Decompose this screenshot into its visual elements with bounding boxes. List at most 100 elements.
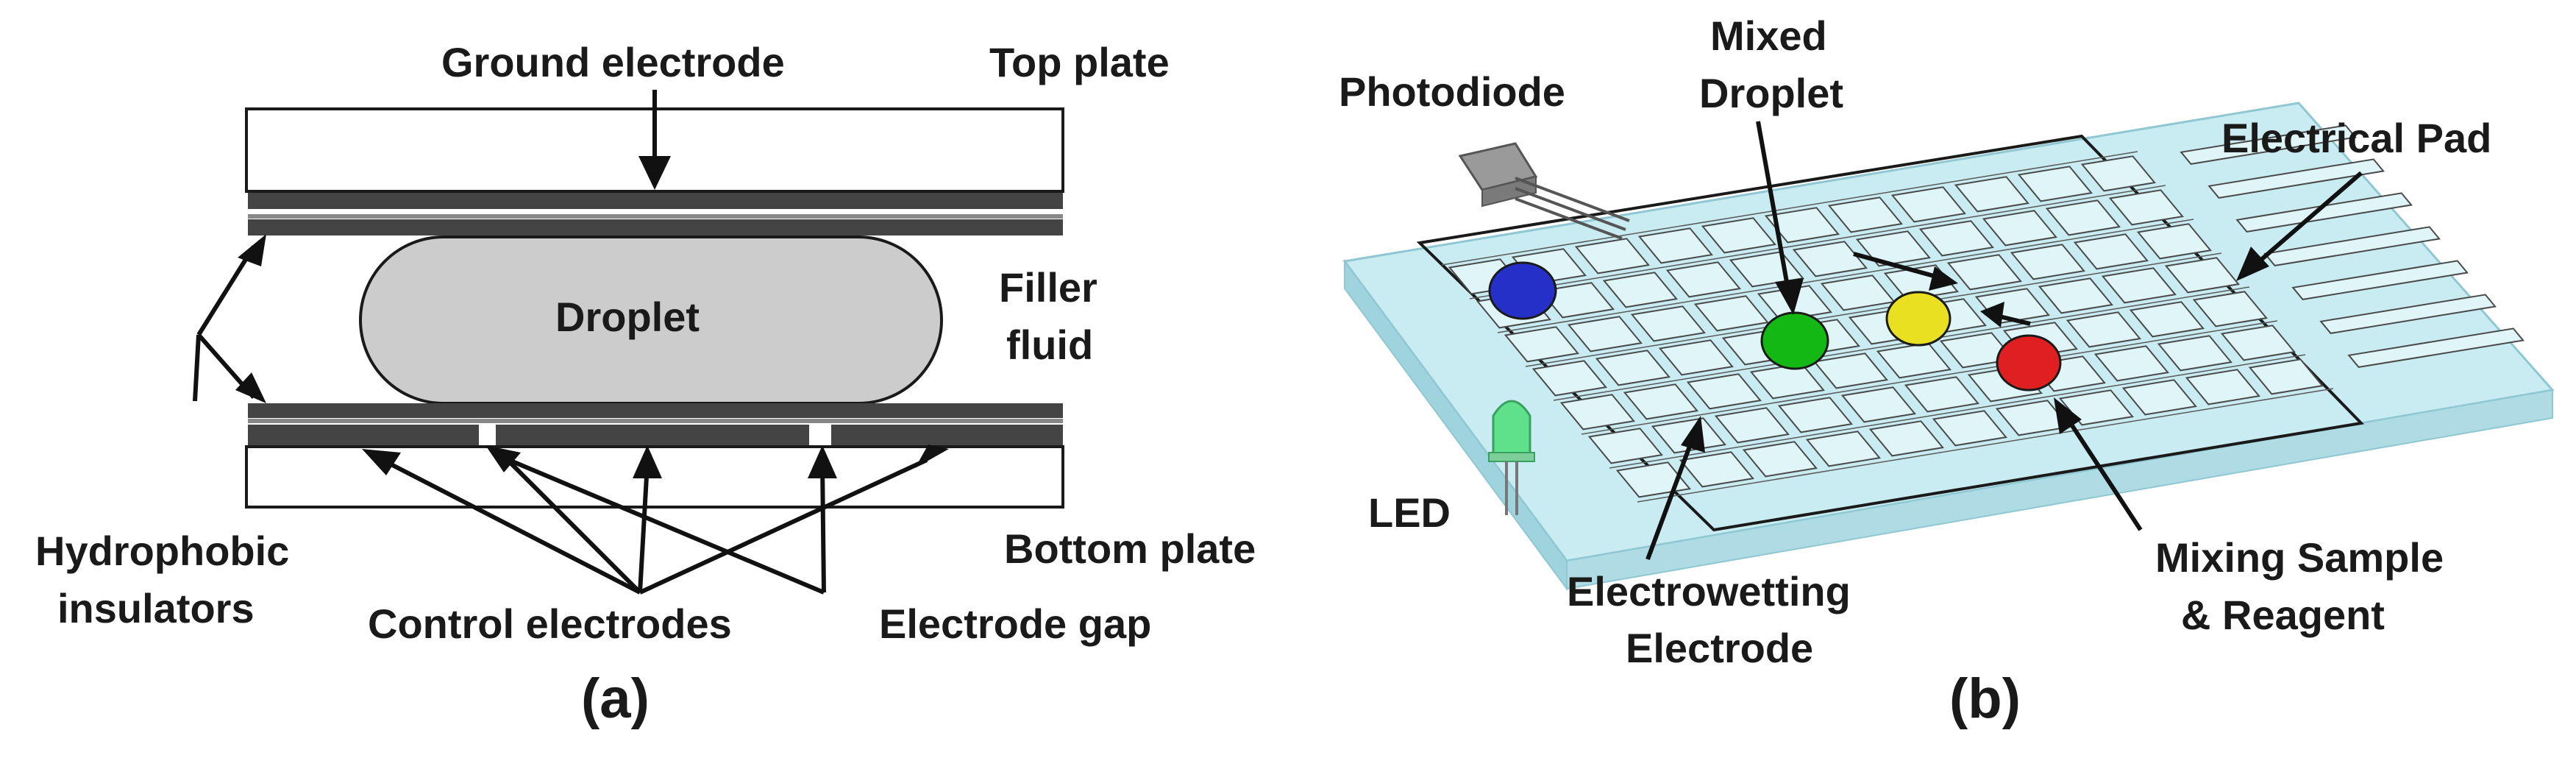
electrowetting-electrode — [1587, 428, 1664, 464]
electrode-trace — [1441, 151, 2138, 266]
electrowetting-electrode — [1868, 420, 1945, 457]
electrowetting-electrode — [1827, 196, 1904, 233]
electrowetting-electrode — [1595, 350, 1671, 386]
electrowetting-electrode — [2185, 369, 2261, 405]
electrode-gap-label: Electrode gap — [879, 601, 1151, 647]
filler-fluid-label-2: fluid — [1006, 322, 1093, 368]
panel-b: Photodiode Mixed Droplet Electrical Pad … — [1339, 13, 2555, 730]
electrowetting-electrode — [1574, 238, 1651, 274]
electrowetting-electrode — [1764, 207, 1840, 244]
electrode-trace — [1609, 354, 2306, 469]
mixed-droplet-label-1: Mixed — [1710, 13, 1827, 59]
electrowetting-electrode — [1932, 410, 2008, 447]
filler-fluid-label-1: Filler — [999, 264, 1097, 311]
led-label: LED — [1368, 489, 1451, 536]
mixing-label-1: Mixing Sample — [2155, 534, 2444, 581]
electrowetting-electrode — [1840, 386, 1917, 423]
electrowetting-electrode — [1630, 305, 1707, 342]
electrowetting-electrode — [1658, 339, 1734, 376]
control-electrode-1 — [248, 425, 479, 447]
hydrophobic-label-2: insulators — [57, 585, 255, 631]
electrowetting-electrode — [2192, 291, 2269, 327]
electrowetting-label-1: Electrowetting — [1567, 568, 1851, 614]
caption-b: (b) — [1949, 667, 2021, 730]
ground-electrode-label: Ground electrode — [441, 39, 785, 85]
electrowetting-electrode — [1602, 272, 1679, 308]
photodiode — [1458, 142, 1630, 240]
electrode-trace — [1469, 185, 2166, 300]
electrowetting-electrode — [1637, 227, 1714, 264]
electrowetting-electrode — [1679, 451, 1755, 488]
electrowetting-electrode — [1714, 407, 1790, 444]
electrowetting-electrode — [2220, 325, 2296, 361]
electrical-pad — [2291, 260, 2469, 300]
electrowetting-electrode — [2101, 267, 2177, 304]
green-droplet — [1760, 311, 1829, 370]
caption-a: (a) — [581, 667, 650, 730]
electrode-trace — [1581, 320, 2278, 435]
control-electrodes-label: Control electrodes — [368, 601, 732, 647]
electrowetting-electrode — [1876, 342, 1952, 379]
top-insulator-layer — [248, 219, 1063, 235]
electrowetting-electrode — [1918, 220, 1995, 257]
bottom-insulator-layer — [248, 403, 1063, 418]
panel-a-arrowheads — [235, 156, 949, 478]
electrical-pad — [2207, 158, 2385, 199]
electrowetting-electrode — [2121, 379, 2198, 416]
electrowetting-electrode — [1890, 186, 1967, 223]
electrowetting-electrode — [1982, 210, 2058, 247]
electrowetting-electrode — [1792, 241, 1868, 277]
electrowetting-electrode — [2157, 335, 2233, 372]
electrical-pads — [2180, 124, 2525, 368]
blue-droplet — [1488, 261, 1557, 320]
electrical-pad — [2319, 294, 2497, 334]
electrode-trace — [1553, 286, 2250, 401]
electrode-trace — [1497, 219, 2194, 333]
electrowetting-electrode — [2017, 166, 2093, 202]
photodiode-label: Photodiode — [1339, 68, 1565, 115]
electrowetting-electrode — [1742, 441, 1818, 478]
electrowetting-electrode — [1904, 376, 1980, 413]
electrowetting-label-2: Electrode — [1626, 625, 1813, 671]
electrowetting-electrode — [1504, 326, 1580, 363]
electrowetting-electrode — [2038, 277, 2114, 314]
hydrophobic-label-1: Hydrophobic — [35, 528, 289, 574]
electrowetting-electrode — [2248, 358, 2324, 395]
electrode-trace — [1525, 252, 2222, 367]
electrowetting-electrode — [1812, 353, 1889, 389]
electrowetting-electrode — [2136, 223, 2213, 260]
electrowetting-electrode — [1615, 461, 1692, 498]
electrical-pad-label: Electrical Pad — [2221, 115, 2491, 161]
bottom-plate-label: Bottom plate — [1004, 525, 1256, 572]
electrical-pad — [2235, 192, 2413, 233]
electrowetting-electrode — [1701, 217, 1777, 254]
ground-electrode-layer — [248, 193, 1063, 209]
electrowetting-electrode — [2108, 189, 2185, 226]
droplets — [1488, 261, 2062, 392]
led-component — [1488, 400, 1535, 515]
electrical-pad — [2347, 327, 2525, 368]
electrowetting-electrode — [2129, 301, 2205, 338]
top-plate-label: Top plate — [989, 39, 1170, 85]
electrowetting-electrode — [2164, 257, 2241, 294]
electrowetting-electrode — [1539, 282, 1615, 319]
electrowetting-electrode — [1946, 254, 2023, 291]
panel-a: Ground electrode Top plate Droplet Fille… — [35, 39, 1256, 730]
electrowetting-electrode — [2073, 233, 2149, 270]
electrowetting-electrode — [2093, 345, 2170, 382]
electrowetting-electrode — [1777, 397, 1854, 433]
electrical-pad — [2180, 124, 2357, 165]
mixed-droplet-label-2: Droplet — [1699, 70, 1843, 116]
electrode-trace — [1637, 388, 2334, 503]
electrowetting-electrode — [1567, 316, 1643, 353]
mixing-label-2: & Reagent — [2181, 592, 2385, 638]
electrowetting-electrode — [1623, 383, 1699, 420]
electrowetting-electrode — [1559, 394, 1636, 431]
electrowetting-electrode — [2045, 199, 2121, 236]
control-electrode-2 — [496, 425, 809, 447]
red-droplet — [1996, 334, 2062, 392]
electrowetting-electrode — [1665, 261, 1742, 298]
yellow-droplet — [1885, 291, 1951, 347]
